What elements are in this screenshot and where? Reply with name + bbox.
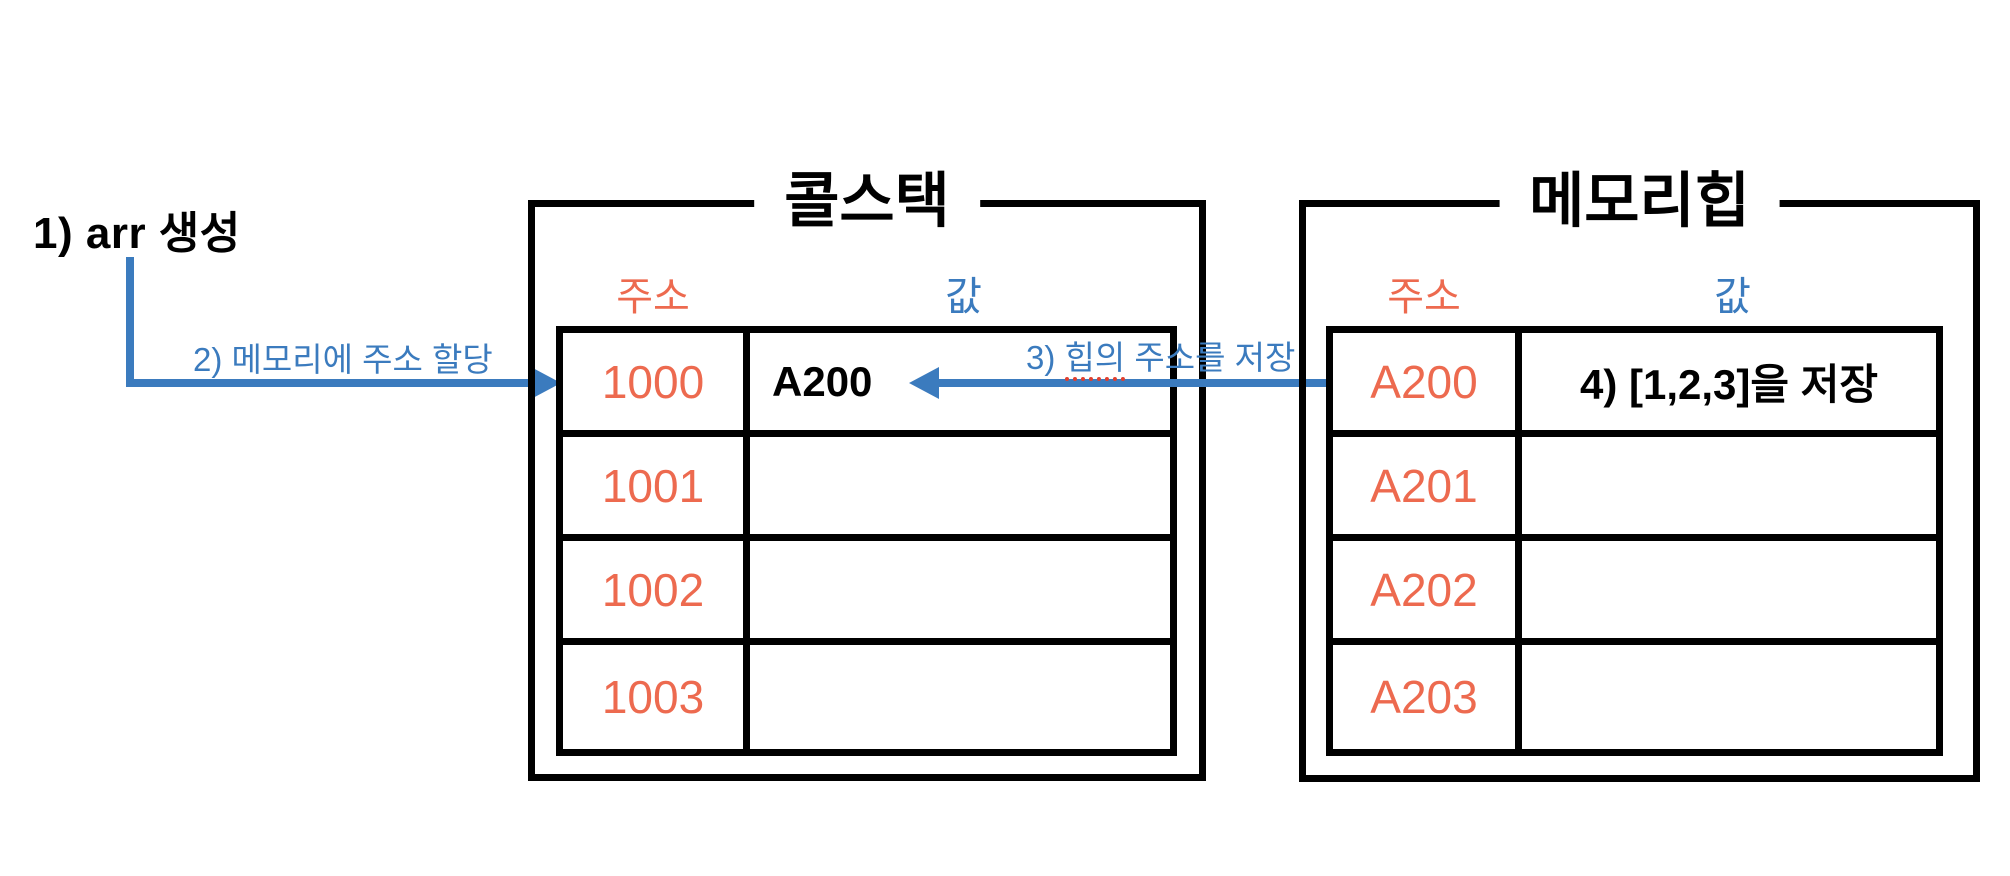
call-stack-title: 콜스택: [754, 168, 980, 235]
step3-label: 3) 힙의 주소를 저장: [1026, 331, 1296, 381]
memory-heap-value-cell: 4) [1,2,3]을 저장: [1522, 333, 1936, 437]
step3-arrowhead-left-icon: [909, 367, 939, 399]
call-stack-address-cell: 1002: [563, 541, 750, 645]
call-stack-address-header: 주소: [616, 275, 690, 319]
step2-label: 2) 메모리에 주소 할당: [193, 341, 493, 378]
memory-heap-address-header: 주소: [1387, 275, 1461, 319]
memory-heap-value-header: 값: [1714, 275, 1751, 319]
call-stack-address-cell: 1003: [563, 645, 750, 749]
step3-label-misspelled-word: 힙의: [1064, 339, 1126, 381]
call-stack-box: 콜스택: [528, 168, 1206, 781]
memory-heap-value-cell: [1522, 645, 1936, 749]
memory-heap-address-cell: A203: [1333, 645, 1522, 749]
call-stack-value-cell: A200: [750, 333, 1170, 437]
call-stack-value-cell: [750, 541, 1170, 645]
memory-heap-address-cell: A201: [1333, 437, 1522, 541]
step2-arrow-vertical-segment: [126, 257, 134, 387]
call-stack-table: 1000 A200 1001 1002 1003: [556, 326, 1177, 756]
call-stack-address-cell: 1001: [563, 437, 750, 541]
memory-heap-box: 메모리힙: [1299, 168, 1980, 782]
step3-label-prefix: 3): [1026, 339, 1065, 376]
step3-arrow-horizontal-segment: [936, 379, 1359, 387]
call-stack-address-cell: 1000: [563, 333, 750, 437]
memory-heap-address-cell: A200: [1333, 333, 1522, 437]
memory-heap-value-cell: [1522, 437, 1936, 541]
memory-heap-table: A200 4) [1,2,3]을 저장 A201 A202 A203: [1326, 326, 1943, 756]
step1-label: 1) arr 생성: [33, 209, 241, 258]
memory-heap-address-cell: A202: [1333, 541, 1522, 645]
step2-arrow-horizontal-segment: [126, 379, 534, 387]
memory-heap-title: 메모리힙: [1499, 168, 1780, 235]
step3-label-suffix: 주소를 저장: [1125, 339, 1296, 376]
call-stack-value-header: 값: [945, 275, 982, 319]
memory-heap-value-cell: [1522, 541, 1936, 645]
call-stack-value-cell: [750, 437, 1170, 541]
call-stack-value-cell: [750, 645, 1170, 749]
